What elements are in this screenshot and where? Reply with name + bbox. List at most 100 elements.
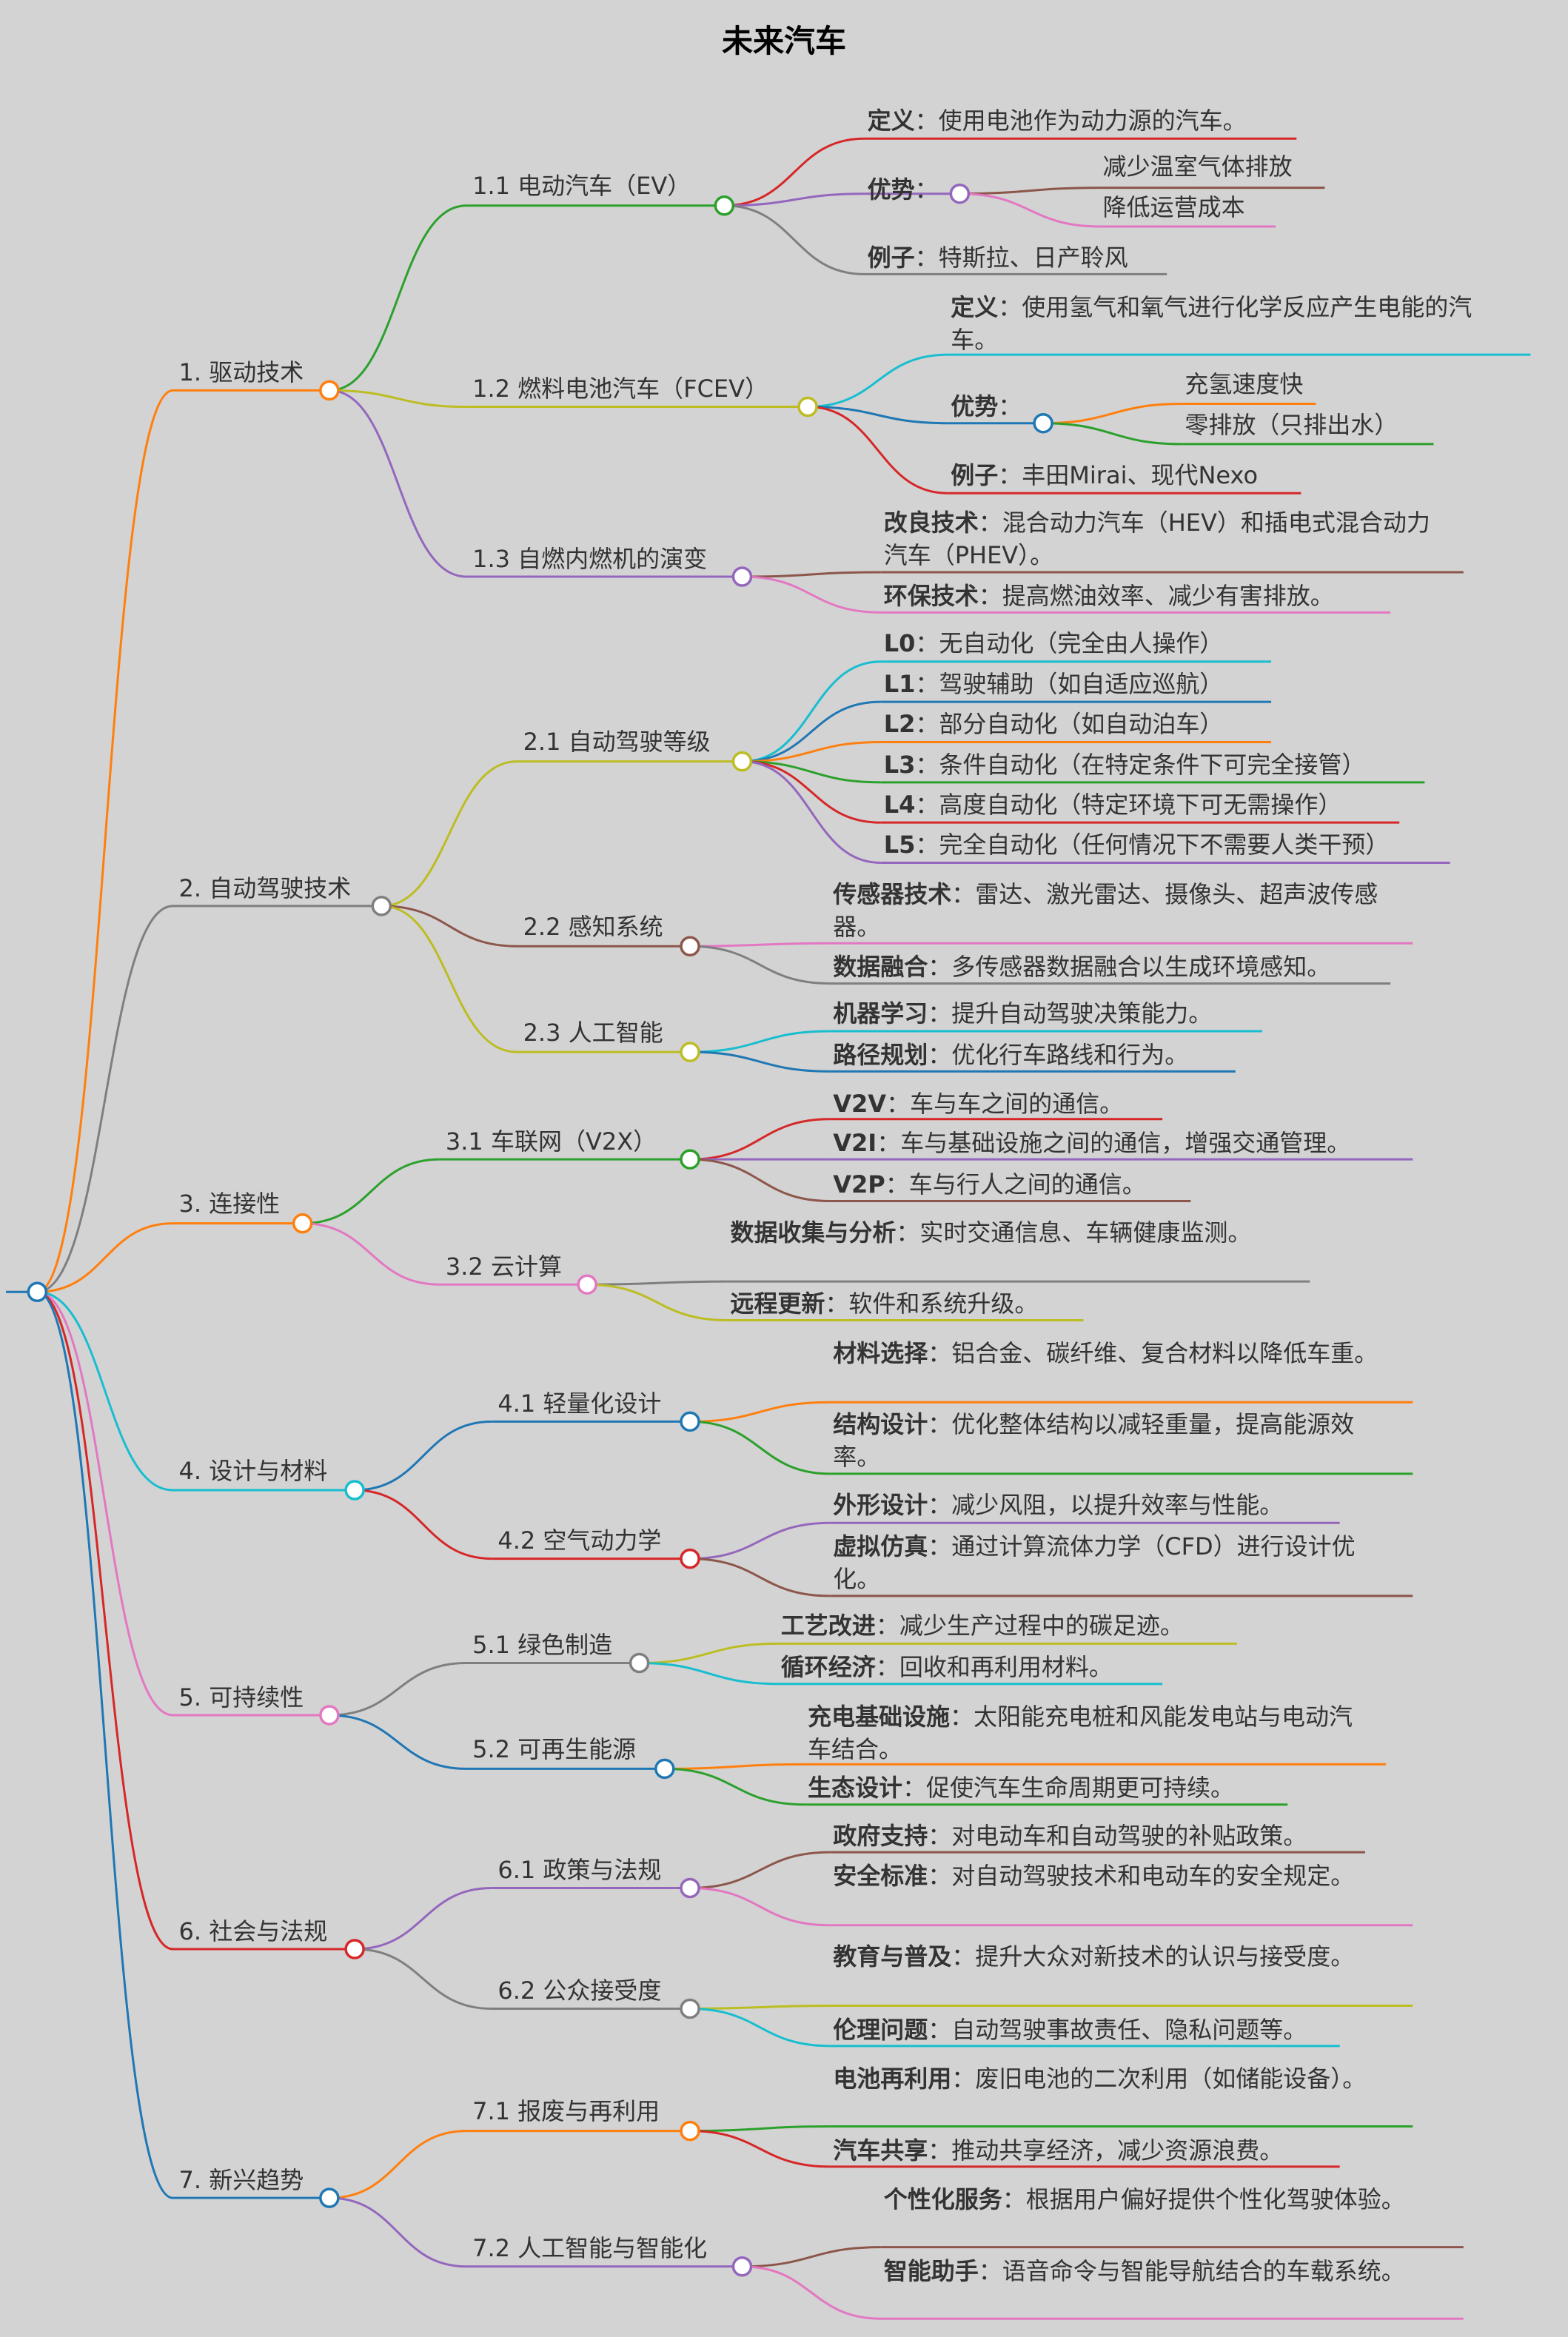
node-dot-6-2[interactable] (680, 1998, 700, 2019)
leaf-text: ：软件和系统升级。 (825, 1290, 1039, 1318)
branch-link-5 (37, 1290, 173, 1717)
leaf-link-1-2-1 (808, 353, 948, 409)
leaf-1-1-2: 优势： (868, 173, 939, 206)
leaf-link-2-3-1 (690, 1030, 831, 1053)
leaf-1-2-1: 定义：使用氢气和氧气进行化学反应产生电能的汽车。 (951, 291, 1517, 356)
node-dot-2-1[interactable] (731, 751, 753, 772)
sub-link-4-1 (355, 1420, 492, 1492)
node-dot-3[interactable] (292, 1213, 313, 1234)
node-dot-3-2[interactable] (577, 1274, 597, 1295)
branch-label-3: 3. 连接性 (178, 1190, 281, 1218)
sub-link-1-3 (329, 389, 467, 578)
node-dot-2-2[interactable] (680, 936, 700, 957)
leaf-text: ：使用电池作为动力源的汽车。 (914, 106, 1247, 135)
leaf-1-1-3: 例子：特斯拉、日产聆风 (868, 241, 1128, 274)
leaf-text: ： (998, 392, 1022, 421)
leaf-2-1-3: L2：部分自动化（如自动泊车） (884, 708, 1224, 740)
leaf-text: ：对电动车和自动驾驶的补贴政策。 (928, 1821, 1307, 1850)
leaf-key: 优势 (951, 392, 999, 421)
node-dot-7-2[interactable] (731, 2256, 753, 2277)
leaf-link-5-2-1 (664, 1763, 805, 1770)
leaf-3-2-1: 数据收集与分析：实时交通信息、车辆健康监测。 (730, 1216, 1296, 1249)
leaf-key: 安全标准 (833, 1862, 928, 1891)
node-dot-1-1[interactable] (714, 195, 735, 216)
node-dot-1-2[interactable] (797, 396, 818, 418)
leaf-key: 机器学习 (833, 999, 928, 1027)
leaf-text: ：提升大众对新技术的认识与接受度。 (951, 1942, 1355, 1971)
sub-label-4-1: 4.1 轻量化设计 (497, 1389, 662, 1418)
sub-link-7-2 (329, 2196, 467, 2268)
node-dot-4-1[interactable] (680, 1411, 700, 1432)
sub-link-3-2 (302, 1222, 440, 1286)
node-dot-2[interactable] (371, 896, 392, 916)
leaf-text: ：雷达、激光雷达、摄像头、超声波传感器。 (833, 879, 1378, 941)
node-dot-5-1[interactable] (629, 1652, 650, 1674)
branch-link-4 (37, 1290, 173, 1492)
leaf-link-6-1-1 (690, 1851, 831, 1889)
leaf-key: L3 (883, 750, 916, 779)
node-dot-7-1[interactable] (680, 2120, 700, 2142)
leaf-text: ：部分自动化（如自动泊车） (915, 710, 1224, 739)
leaf-text: ：推动共享经济，减少资源浪费。 (928, 2136, 1284, 2165)
leaf-text: ：废旧电池的二次利用（如储能设备）。 (951, 2064, 1367, 2093)
sub-link-1-2 (329, 389, 467, 409)
leaf-text: ：根据用户偏好提供个性化驾驶体验。 (1002, 2185, 1405, 2214)
sub-label-3-2: 3.2 云计算 (445, 1252, 562, 1281)
leaf-link-5-2-2 (664, 1767, 805, 1806)
leaf-link-1-1-2 (724, 192, 865, 207)
node-dot-5[interactable] (319, 1705, 340, 1726)
leaf-2-1-1: L0：无自动化（完全由人操作） (884, 627, 1224, 660)
leaf-text: ：车与基础设施之间的通信，增强交通管理。 (877, 1128, 1351, 1157)
leaf-key: 虚拟仿真 (833, 1532, 928, 1561)
leaf-link-2-2-1 (690, 942, 831, 948)
node-dot-1[interactable] (319, 380, 340, 401)
leaf-text: ：优化行车路线和行为。 (928, 1041, 1189, 1070)
sub-label-2-2: 2.2 感知系统 (523, 912, 663, 941)
node-dot-1-2-2[interactable] (1033, 412, 1053, 434)
leaf-link-7-1-2 (690, 2130, 831, 2168)
leaf-2-3-2: 路径规划：优化行车路线和行为。 (833, 1039, 1188, 1071)
leaf-link-6-2-2 (690, 2008, 831, 2048)
leaf-5-1-2: 循环经济：回收和再利用材料。 (781, 1651, 1113, 1683)
node-dot-4-2[interactable] (680, 1548, 700, 1569)
node-dot-6-1[interactable] (680, 1877, 700, 1899)
leaf-key: V2P (833, 1170, 885, 1199)
leaf-link-3-1-3 (690, 1158, 831, 1202)
node-dot-2-3[interactable] (680, 1042, 700, 1062)
node-dot-3-1[interactable] (680, 1149, 700, 1170)
leaf-text: ：车与车之间的通信。 (886, 1090, 1124, 1119)
root-dot[interactable] (27, 1281, 48, 1303)
sub-link-2-3 (381, 905, 517, 1053)
leaf-link-6-1-2 (690, 1886, 831, 1927)
leaf-key: 改良技术 (883, 509, 979, 537)
sub-link-7-1 (329, 2130, 467, 2199)
leaf-4-1-2: 结构设计：优化整体结构以减轻重量，提高能源效率。 (833, 1408, 1399, 1473)
leaf-link-4-2-1 (690, 1521, 831, 1560)
node-dot-1-3[interactable] (731, 566, 753, 587)
sub-label-5-2: 5.2 可再生能源 (472, 1735, 637, 1764)
leaf-2-2-2: 数据融合：多传感器数据融合以生成环境感知。 (833, 950, 1330, 983)
node-dot-4[interactable] (344, 1480, 365, 1501)
sub-label-1-2: 1.2 燃料电池汽车（FCEV） (472, 375, 769, 403)
leaf-text: ：自动驾驶事故责任、隐私问题等。 (928, 2015, 1307, 2044)
node-dot-6[interactable] (344, 1939, 365, 1959)
branch-link-6 (37, 1290, 173, 1951)
leaf-3-2-2: 远程更新：软件和系统升级。 (730, 1287, 1038, 1320)
branch-label-2: 2. 自动驾驶技术 (178, 874, 352, 902)
leaf-link-1-1-1 (724, 137, 865, 207)
leaf-link-4-2-2 (690, 1558, 831, 1597)
subleaf-1-2-2-2: 零排放（只排出水） (1185, 410, 1398, 439)
leaf-key: L0 (883, 629, 916, 658)
leaf-link-2-3-2 (690, 1050, 831, 1073)
node-dot-1-1-2[interactable] (949, 183, 971, 204)
leaf-text: ：提高燃油效率、减少有害排放。 (978, 582, 1334, 611)
leaf-link-1-2-2 (808, 406, 948, 425)
sub-label-1-1: 1.1 电动汽车（EV） (472, 172, 691, 201)
sub-link-1-1 (329, 204, 467, 392)
sub-label-7-1: 7.1 报废与再利用 (472, 2097, 660, 2126)
node-dot-7[interactable] (319, 2187, 340, 2208)
leaf-2-2-1: 传感器技术：雷达、激光雷达、摄像头、超声波传感器。 (833, 878, 1399, 943)
node-dot-5-2[interactable] (654, 1758, 675, 1780)
leaf-key: 传感器技术 (833, 879, 952, 908)
sub-label-1-3: 1.3 自燃内燃机的演变 (472, 544, 708, 573)
